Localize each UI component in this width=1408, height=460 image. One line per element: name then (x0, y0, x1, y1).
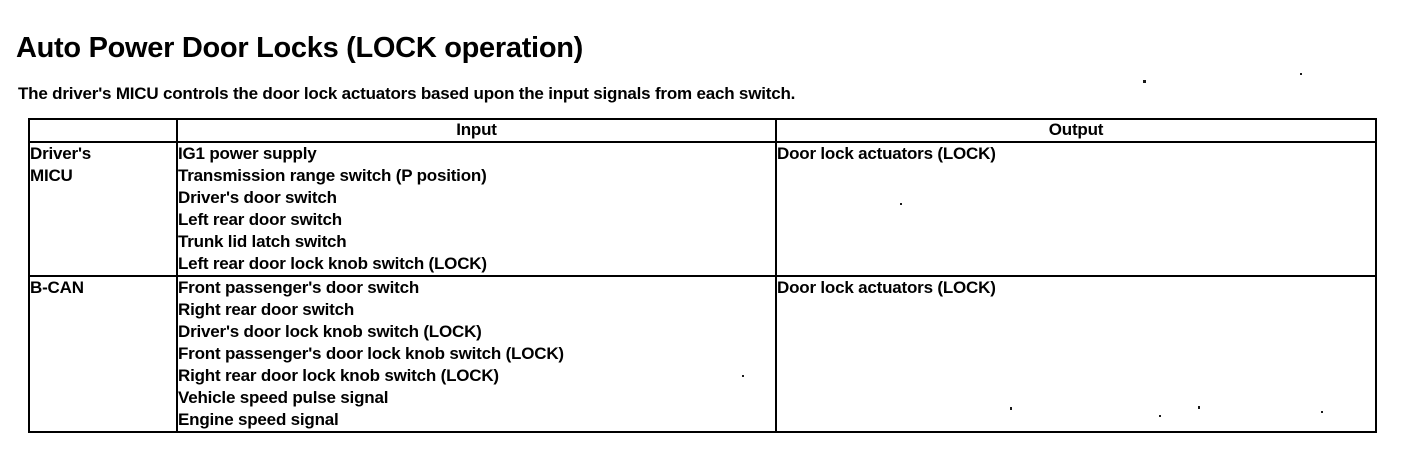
cell-unit-bcan: B-CAN (28, 275, 178, 433)
table-row: Driver's MICU IG1 power supply Transmiss… (28, 141, 1377, 277)
list-item: IG1 power supply (178, 144, 317, 163)
list-item: Left rear door switch (178, 210, 342, 229)
list-item: Engine speed signal (178, 410, 339, 429)
list-item: Front passenger's door switch (178, 278, 420, 297)
list-item: Front passenger's door lock knob switch … (178, 344, 564, 363)
cell-output-bcan: Door lock actuators (LOCK) (775, 275, 1377, 433)
page-subtitle: The driver's MICU controls the door lock… (18, 84, 796, 103)
list-item: Right rear door lock knob switch (LOCK) (178, 366, 499, 385)
list-item: Door lock actuators (LOCK) (777, 144, 996, 163)
scan-speck (1300, 73, 1302, 75)
list-item: MICU (30, 166, 73, 185)
list-item: Door lock actuators (LOCK) (777, 278, 996, 297)
column-header-input: Input (176, 118, 777, 143)
list-item: Driver's door lock knob switch (LOCK) (178, 322, 482, 341)
input-output-table: Input Output Driver's MICU IG1 power sup… (28, 118, 1377, 433)
output-line-list: Door lock actuators (LOCK) (777, 143, 1375, 165)
cell-input-bcan: Front passenger's door switch Right rear… (176, 275, 777, 433)
list-item: Vehicle speed pulse signal (178, 388, 389, 407)
unit-line-list: Driver's MICU (30, 143, 176, 187)
column-header-output: Output (775, 118, 1377, 143)
list-item: Driver's (30, 144, 92, 163)
output-line-list: Door lock actuators (LOCK) (777, 277, 1375, 299)
scan-speck (1143, 80, 1146, 83)
table-row: B-CAN Front passenger's door switch Righ… (28, 275, 1377, 433)
table-header-row: Input Output (28, 118, 1377, 143)
list-item: B-CAN (30, 278, 84, 297)
unit-line-list: B-CAN (30, 277, 176, 299)
list-item: Transmission range switch (P position) (178, 166, 487, 185)
cell-input-micu: IG1 power supply Transmission range swit… (176, 141, 777, 277)
input-line-list: IG1 power supply Transmission range swit… (178, 143, 775, 275)
page-title: Auto Power Door Locks (LOCK operation) (16, 32, 584, 65)
list-item: Left rear door lock knob switch (LOCK) (178, 254, 487, 273)
list-item: Driver's door switch (178, 188, 337, 207)
cell-output-micu: Door lock actuators (LOCK) (775, 141, 1377, 277)
cell-unit-micu: Driver's MICU (28, 141, 178, 277)
list-item: Right rear door switch (178, 300, 355, 319)
input-line-list: Front passenger's door switch Right rear… (178, 277, 775, 431)
list-item: Trunk lid latch switch (178, 232, 347, 251)
column-header-unit (28, 118, 178, 143)
